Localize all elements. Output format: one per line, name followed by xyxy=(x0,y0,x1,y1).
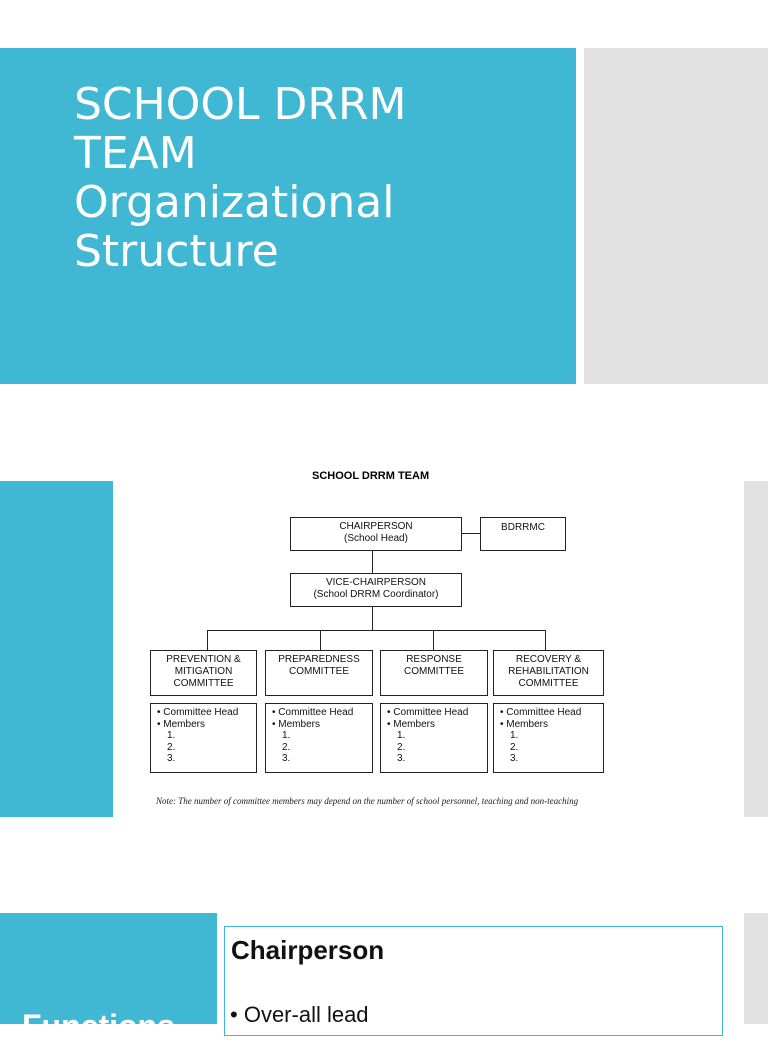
member-number: 2. xyxy=(282,741,291,753)
function-text: Over-all lead xyxy=(243,1002,369,1027)
member-list: • Committee Head • Members 1. 2. 3. xyxy=(493,703,604,773)
connector xyxy=(545,630,546,650)
committee-head-item: • Committee Head xyxy=(272,707,354,718)
committee-label: COMMITTEE xyxy=(289,666,349,677)
bullet-marker: • xyxy=(230,1002,244,1027)
members-item: • Members xyxy=(272,718,320,730)
committee-label: PREVENTION & xyxy=(166,654,241,665)
connector xyxy=(320,630,321,650)
title-slide-panel xyxy=(0,48,576,384)
member-number: 1. xyxy=(397,730,406,741)
org-slide-right-panel xyxy=(744,481,768,817)
members-item: • Members xyxy=(157,718,205,730)
committee-label: MITIGATION xyxy=(174,666,233,677)
connector xyxy=(207,630,208,650)
org-slide-left-panel xyxy=(0,481,113,817)
committee-label: REHABILITATION xyxy=(508,666,589,677)
vice-chairperson-sublabel: (School DRRM Coordinator) xyxy=(313,589,439,600)
vice-chairperson-label: VICE-CHAIRPERSON xyxy=(325,577,426,588)
functions-label: Functions xyxy=(22,1008,175,1044)
member-number: 1. xyxy=(282,730,291,741)
bdrrmc-label: BDRRMC xyxy=(501,522,545,533)
chairperson-label: CHAIRPERSON xyxy=(339,521,413,532)
committee-label: COMMITTEE xyxy=(404,666,464,677)
committee-head-item: • Committee Head xyxy=(157,707,239,718)
committee-response-box xyxy=(380,650,488,696)
members-item: • Members xyxy=(387,718,435,730)
vice-chairperson-box xyxy=(290,573,462,607)
functions-right-panel xyxy=(744,913,768,1024)
role-heading: Chairperson xyxy=(231,935,385,965)
member-number: 3. xyxy=(397,753,406,764)
slide-title: SCHOOL DRRM TEAM Organizational Structur… xyxy=(74,80,554,276)
title-line: SCHOOL DRRM xyxy=(74,79,407,130)
connector xyxy=(207,630,546,631)
committee-label: COMMITTEE xyxy=(518,678,579,689)
member-number: 3. xyxy=(510,753,519,764)
connector xyxy=(372,607,373,630)
committee-preparedness-box xyxy=(265,650,373,696)
title-line: Structure xyxy=(74,226,279,277)
committee-recovery-box xyxy=(493,650,604,696)
members-item: • Members xyxy=(500,718,548,730)
org-chart-title: SCHOOL DRRM TEAM xyxy=(312,470,430,482)
committee-prevention-box xyxy=(150,650,257,696)
member-number: 1. xyxy=(167,730,176,741)
member-list: • Committee Head • Members 1. 2. 3. xyxy=(265,703,373,773)
connector xyxy=(462,533,480,534)
member-number: 3. xyxy=(167,753,176,764)
chairperson-box xyxy=(290,517,462,551)
member-number: 1. xyxy=(510,730,519,741)
member-number: 2. xyxy=(510,741,519,753)
title-line: TEAM xyxy=(74,128,197,179)
title-slide-side-panel xyxy=(584,48,768,384)
title-line: Organizational xyxy=(74,177,395,228)
functions-content-box xyxy=(224,926,723,1036)
bdrrmc-box xyxy=(480,517,566,551)
function-bullet: • Over-all lead xyxy=(230,1002,369,1028)
committee-label: PREPAREDNESS xyxy=(278,654,360,665)
committee-label: RESPONSE xyxy=(406,654,462,665)
org-chart: SCHOOL DRRM TEAM CHAIRPERSON (School Hea… xyxy=(113,460,744,830)
committee-label: COMMITTEE xyxy=(173,678,234,689)
committee-head-item: • Committee Head xyxy=(500,707,582,718)
functions-side-panel xyxy=(0,913,217,1024)
org-chart-note: Note: The number of committee members ma… xyxy=(156,796,579,806)
chairperson-sublabel: (School Head) xyxy=(344,533,408,544)
member-number: 2. xyxy=(397,741,406,753)
connector xyxy=(433,630,434,650)
committee-label: RECOVERY & xyxy=(515,654,582,665)
member-list: • Committee Head • Members 1. 2. 3. xyxy=(380,703,488,773)
connector xyxy=(372,551,373,573)
member-list: • Committee Head • Members 1. 2. 3. xyxy=(150,703,257,773)
committee-head-item: • Committee Head xyxy=(387,707,469,718)
member-number: 2. xyxy=(167,741,176,753)
member-number: 3. xyxy=(282,753,291,764)
